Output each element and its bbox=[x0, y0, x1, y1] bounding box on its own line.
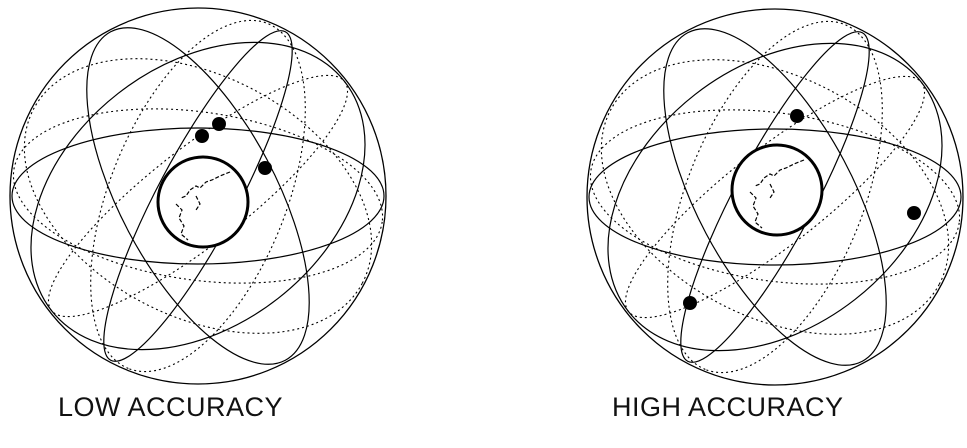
satellite bbox=[683, 296, 697, 310]
satellite bbox=[907, 206, 921, 220]
low-accuracy-panel bbox=[0, 0, 425, 413]
satellite bbox=[195, 129, 209, 143]
satellite bbox=[790, 109, 804, 123]
satellite bbox=[212, 117, 226, 131]
earth-globe bbox=[158, 157, 248, 247]
high-accuracy-panel bbox=[548, 0, 967, 414]
high-accuracy-caption: HIGH ACCURACY bbox=[612, 392, 844, 423]
satellite bbox=[258, 161, 272, 175]
earth-globe bbox=[732, 145, 822, 235]
low-accuracy-caption: LOW ACCURACY bbox=[58, 392, 283, 423]
